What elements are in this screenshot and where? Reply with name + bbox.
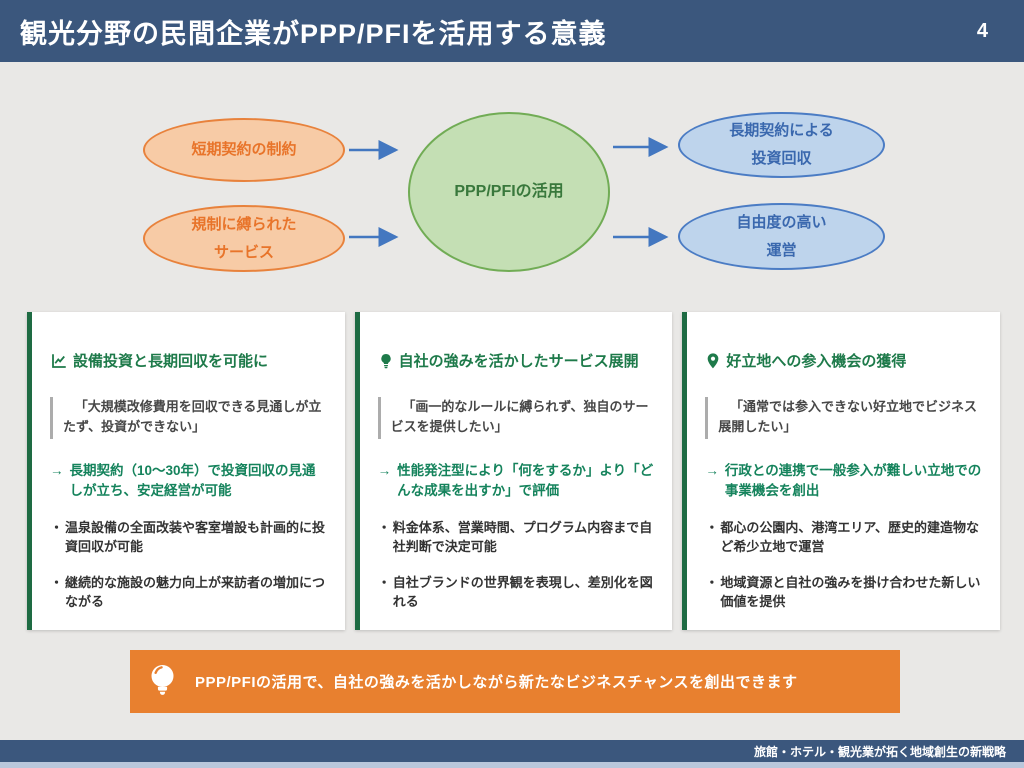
- lightbulb-icon: [381, 353, 391, 368]
- footer-text: 旅館・ホテル・観光業が拓く地域創生の新戦略: [753, 744, 1006, 759]
- card-title: 自社の強みを活かしたサービス展開: [398, 353, 639, 370]
- bullet-marker: ・: [705, 574, 719, 590]
- constraint-bubble-regulation: 規制に縛られた サービス: [143, 205, 345, 272]
- constraint-bubble-short-term: 短期契約の制約: [143, 118, 345, 182]
- bubble-label: 長期契約による: [729, 122, 834, 140]
- card-quote: 「画一的なルールに縛られず、独自のサービスを提供したい」: [377, 397, 657, 439]
- bullet-marker: ・: [50, 574, 64, 590]
- card-bullet: ・ 都心の公園内、港湾エリア、歴史的建造物など希少立地で運営: [705, 518, 984, 557]
- line-chart-icon: [52, 353, 66, 368]
- card-bullet-text: 料金体系、営業時間、プログラム内容まで自社判断で決定可能: [392, 519, 653, 555]
- footer-strip: [0, 762, 1024, 768]
- arrow-marker: →: [377, 463, 392, 478]
- benefit-bubble-long-term: 長期契約による 投資回収: [678, 112, 885, 178]
- bullet-marker: ・: [377, 519, 391, 535]
- lightbulb-icon: [151, 665, 174, 695]
- bubble-label: サービス: [213, 243, 274, 261]
- flow-arrows: [349, 137, 669, 247]
- bubble-label: 投資回収: [751, 150, 812, 167]
- card-bullet-text: 地域資源と自社の強みを掛け合わせた新しい価値を提供: [720, 574, 981, 610]
- card-bullet: ・ 継続的な施設の魅力向上が来訪者の増加につながる: [50, 573, 329, 612]
- card-title-row: 好立地への参入機会の獲得: [705, 350, 984, 371]
- map-pin-icon: [708, 352, 719, 368]
- card-bullet-text: 継続的な施設の魅力向上が来訪者の増加につながる: [65, 574, 326, 610]
- arrow-marker: →: [50, 463, 64, 478]
- summary-text: PPP/PFIの活用で、自社の強みを活かしながら新たなビジネスチャンスを創出でき…: [195, 674, 798, 691]
- card-title: 好立地への参入機会の獲得: [726, 353, 907, 370]
- bullet-marker: ・: [50, 519, 64, 535]
- card-bullet-text: 温泉設備の全面改装や客室増設も計画的に投資回収が可能: [65, 519, 326, 555]
- card-bullet: ・ 温泉設備の全面改装や客室増設も計画的に投資回収が可能: [50, 518, 329, 557]
- card-point: → 行政との連携で一般参入が難しい立地での事業機会を創出: [705, 461, 984, 502]
- card-title: 設備投資と長期回収を可能に: [73, 353, 269, 370]
- arrow-marker: →: [705, 463, 719, 478]
- card-title-row: 自社の強みを活かしたサービス展開: [378, 350, 657, 371]
- card-point-text: 性能発注型により「何をするか」より「どんな成果を出すか」で評価: [397, 463, 654, 499]
- bubble-label: 運営: [766, 241, 797, 259]
- center-bubble-ppp-pfi: PPP/PFIの活用: [408, 112, 610, 272]
- bubble-label: 自由度の高い: [736, 213, 827, 231]
- summary-banner: PPP/PFIの活用で、自社の強みを活かしながら新たなビジネスチャンスを創出でき…: [130, 650, 900, 713]
- card-service: 自社の強みを活かしたサービス展開 「画一的なルールに縛られず、独自のサービスを提…: [354, 312, 673, 630]
- card-bullet: ・ 地域資源と自社の強みを掛け合わせた新しい価値を提供: [705, 573, 984, 612]
- card-investment: 設備投資と長期回収を可能に 「大規模改修費用を回収できる見通しが立たず、投資がで…: [27, 312, 345, 630]
- bullet-marker: ・: [705, 519, 719, 535]
- bullet-marker: ・: [377, 574, 391, 590]
- card-point: → 性能発注型により「何をするか」より「どんな成果を出すか」で評価: [378, 461, 657, 502]
- page-title: 観光分野の民間企業がPPP/PFIを活用する意義: [20, 18, 607, 49]
- bubble-label: PPP/PFIの活用: [454, 183, 564, 201]
- card-quote: 「通常では参入できない好立地でビジネス展開したい」: [705, 397, 984, 439]
- page-number: 4: [976, 19, 988, 42]
- card-bullet: ・ 料金体系、営業時間、プログラム内容まで自社判断で決定可能: [378, 518, 657, 557]
- card-point-text: 行政との連携で一般参入が難しい立地での事業機会を創出: [724, 463, 982, 499]
- card-bullet: ・ 自社ブランドの世界観を表現し、差別化を図れる: [378, 573, 657, 612]
- card-title-row: 設備投資と長期回収を可能に: [50, 350, 329, 371]
- footer-bar: 旅館・ホテル・観光業が拓く地域創生の新戦略: [0, 740, 1024, 762]
- card-location: 好立地への参入機会の獲得 「通常では参入できない好立地でビジネス展開したい」 →…: [682, 312, 1001, 630]
- card-bullet-text: 自社ブランドの世界観を表現し、差別化を図れる: [392, 574, 653, 610]
- card-point: → 長期契約（10〜30年）で投資回収の見通しが立ち、安定経営が可能: [50, 461, 329, 502]
- card-quote: 「大規模改修費用を回収できる見通しが立たず、投資ができない」: [50, 397, 329, 439]
- benefit-cards: 設備投資と長期回収を可能に 「大規模改修費用を回収できる見通しが立たず、投資がで…: [27, 312, 1001, 630]
- bubble-label: 規制に縛られた: [191, 215, 297, 233]
- benefit-bubble-freedom: 自由度の高い 運営: [678, 203, 885, 270]
- card-point-text: 長期契約（10〜30年）で投資回収の見通しが立ち、安定経営が可能: [69, 463, 316, 499]
- header-bar: 観光分野の民間企業がPPP/PFIを活用する意義 4: [0, 0, 1024, 62]
- flow-diagram: 短期契約の制約 規制に縛られた サービス PPP/PFIの活用 長期契約による …: [0, 90, 1024, 290]
- card-bullet-text: 都心の公園内、港湾エリア、歴史的建造物など希少立地で運営: [720, 519, 980, 555]
- bubble-label: 短期契約の制約: [191, 141, 297, 159]
